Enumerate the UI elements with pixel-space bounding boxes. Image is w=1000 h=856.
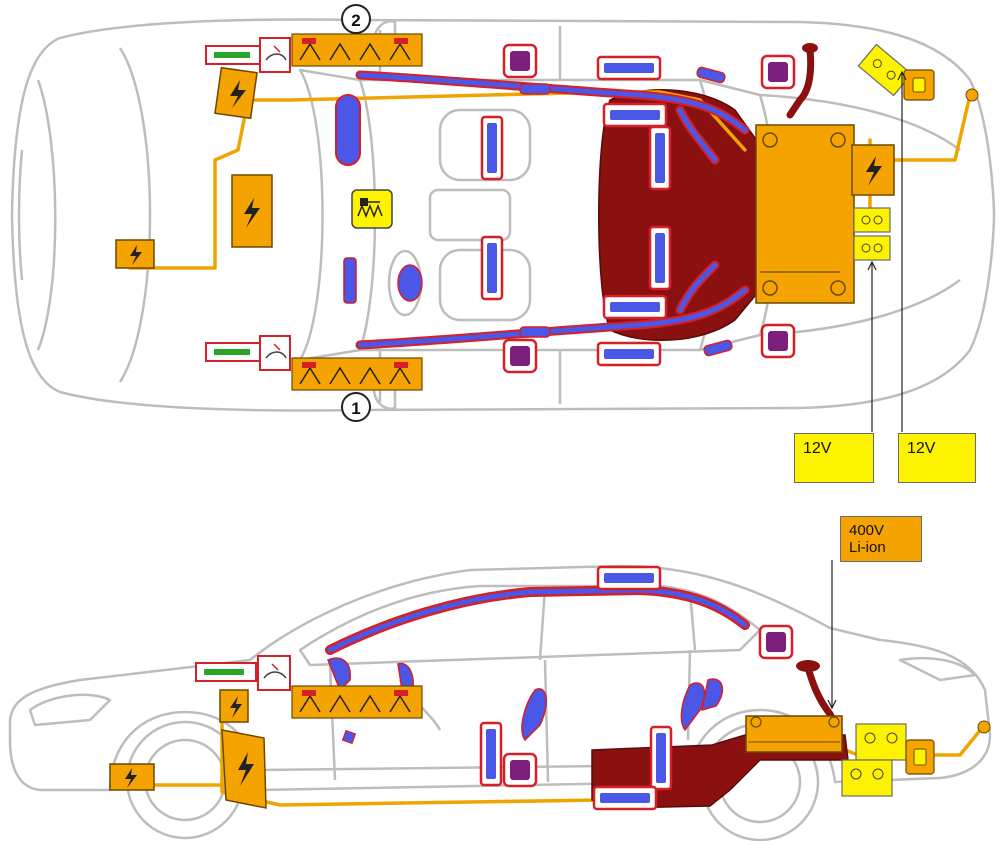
top-curtain-airbags [355,70,750,350]
top-rear-reinforcement [598,89,761,341]
side-body-outline [8,564,992,792]
lightning-icon [230,696,242,718]
label-12v-a: 12V [794,433,874,483]
top-console [428,188,512,242]
callout-1: 1 [341,392,371,422]
label-12v-b: 12V [898,433,976,483]
side-seat-airbags [327,657,724,745]
side-seat-belt-strip [291,685,423,719]
airbag-control-unit-icon [351,189,393,229]
side-hv-battery [745,715,843,753]
top-hood-line [36,79,57,351]
side-curtain-airbag [325,584,750,655]
side-hood-lift [195,655,291,691]
top-belt-tensioners [502,43,796,374]
label-hv-battery-voltage: 400V [849,522,885,539]
top-driver-airbag [335,94,361,166]
top-seat-belt-strip-2 [291,33,423,67]
callout-2: 2 [341,4,371,34]
side-gas-struts [479,565,673,811]
top-hood-lift-front-right [205,37,291,73]
lightning-icon [238,752,254,786]
label-hv-battery: 400V Li-ion [840,516,922,562]
top-body-outline [10,18,996,412]
side-headlight [28,693,112,727]
top-12v-leaders [867,70,907,432]
side-belt-tensioners [502,624,794,788]
top-hv-battery [755,124,855,304]
side-12v-batteries [841,720,991,797]
side-400v-leader [827,560,837,710]
top-passenger-airbag [397,264,423,302]
lightning-icon [244,198,260,228]
side-front-rim [143,738,227,822]
top-12v-batteries [853,43,979,261]
label-hv-battery-type: Li-ion [849,539,886,556]
top-knee-airbag [343,257,357,304]
top-fuel-cap [802,43,818,53]
top-fuel-filler [786,46,815,119]
side-b-pillar [538,587,697,661]
side-hv-front [109,689,267,809]
top-hv-front [115,66,273,269]
side-taillight [898,656,977,682]
lightning-icon [866,156,882,186]
lightning-icon [125,768,137,788]
top-windshield [298,68,377,362]
top-seat-belt-strip-1 [291,357,423,391]
lightning-icon [130,245,142,265]
lightning-icon [230,80,246,108]
top-grille [17,149,24,281]
side-window-line [298,584,762,667]
side-view-car [8,564,992,842]
top-gas-struts [480,55,733,367]
side-fuel-cap [796,660,820,672]
top-hv-module-rear [851,144,895,196]
top-hood-crease-a [118,47,152,383]
top-hood-lift-front-left [205,335,291,371]
